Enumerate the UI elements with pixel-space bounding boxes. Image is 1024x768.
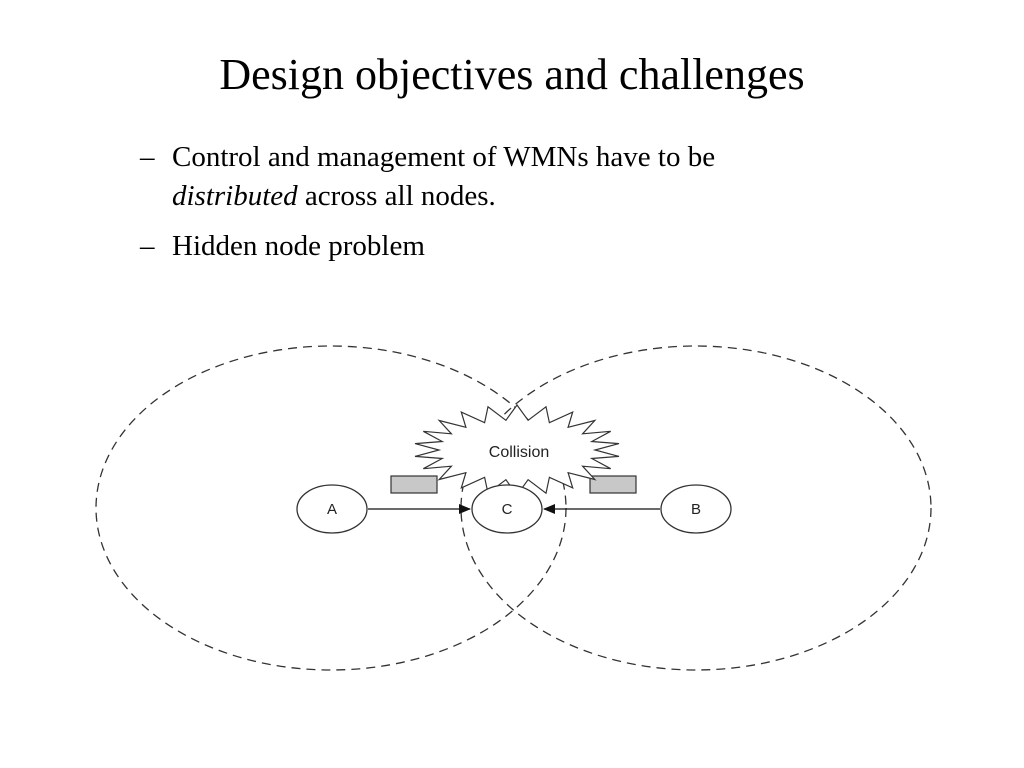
packet-a	[390, 475, 438, 494]
bullet-item-hidden-node: – Hidden node problem	[140, 227, 900, 266]
node-c: C	[471, 484, 543, 534]
packet-b	[589, 475, 637, 494]
range-circle-a	[95, 345, 567, 671]
collision-label: Collision	[489, 444, 549, 461]
node-b-circle	[660, 484, 732, 534]
node-b: B	[660, 484, 732, 534]
node-a-circle	[296, 484, 368, 534]
node-b-label: B	[691, 501, 701, 518]
bullet-item-distributed-control: – Control and management of WMNs have to…	[140, 138, 900, 216]
node-c-circle	[471, 484, 543, 534]
bullet-text: Hidden node problem	[172, 230, 425, 262]
bullet-emphasis: distributed	[172, 180, 298, 212]
bullet-dash: –	[140, 230, 155, 262]
bullet-dash: –	[140, 141, 155, 173]
bullet-text-line2: across all nodes.	[297, 180, 496, 212]
node-c-label: C	[502, 501, 513, 518]
slide-title: Design objectives and challenges	[219, 50, 805, 99]
range-circle-b	[460, 345, 932, 671]
node-a: A	[296, 484, 368, 534]
bullet-list: – Control and management of WMNs have to…	[140, 138, 900, 277]
bullet-text-line1: Control and management of WMNs have to b…	[172, 141, 716, 173]
node-a-label: A	[327, 501, 337, 518]
